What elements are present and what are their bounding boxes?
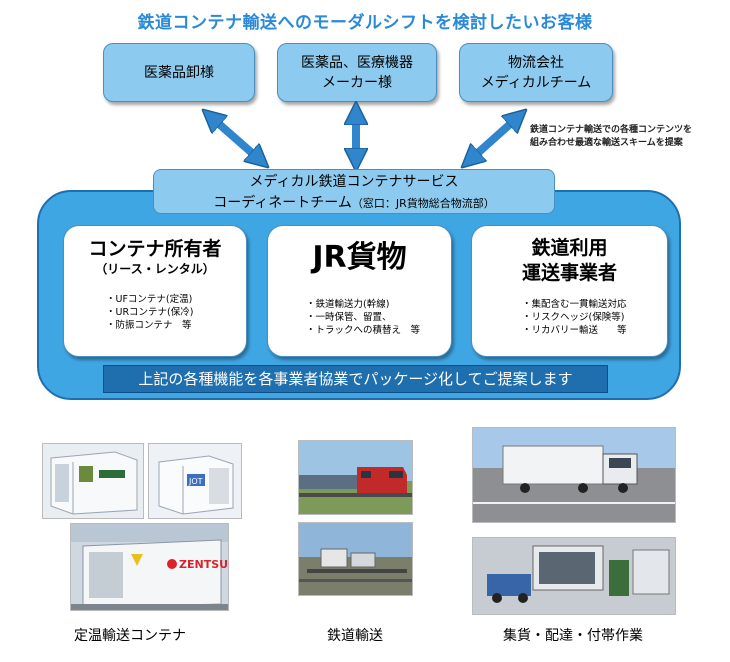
train-photo-1 (298, 440, 413, 515)
customer-box-logistics: 物流会社 メディカルチーム (459, 43, 613, 102)
list-item: ・トラックへの積替え 等 (306, 325, 421, 336)
note-line: 組み合わせ最適な輸送スキームを提案 (530, 138, 683, 148)
arrow-left (211, 117, 260, 160)
card-rail-carrier: 鉄道利用 運送事業者 ・集配含む一貫輸送対応 ・リスクヘッジ(保険等) ・リカバ… (471, 225, 668, 357)
card-title: コンテナ所有者 (88, 238, 222, 260)
list-item: ・防振コンテナ 等 (106, 320, 192, 331)
list-item: ・リスクヘッジ(保険等) (522, 312, 625, 323)
jot-logo: JOT (188, 477, 203, 486)
list-item: ・UFコンテナ(定温) (106, 294, 193, 305)
customer-label: 医薬品卸様 (144, 64, 214, 81)
proposal-banner: 上記の各種機能を各事業者協業でパッケージ化してご提案します (103, 365, 608, 393)
zentsu-logo: ZENTSU (179, 558, 228, 571)
card-item-list: ・集配含む一貫輸送対応 ・リスクヘッジ(保険等) ・リカバリー輸送 等 (522, 298, 667, 337)
connector-arrows (0, 0, 730, 200)
container-photo-1 (42, 443, 144, 519)
list-item: ・鉄道輸送力(幹線) (306, 299, 390, 310)
train-photo-2 (298, 522, 413, 596)
team-contact: （窓口：JR貨物総合物流部） (351, 197, 495, 210)
customer-label: 物流会社 (508, 54, 564, 71)
coordination-team-box: メディカル鉄道コンテナサービス コーディネートチーム（窓口：JR貨物総合物流部） (153, 169, 555, 214)
customer-label: メディカルチーム (480, 74, 592, 91)
card-title: JR貨物 (312, 240, 407, 275)
container-photo-2: JOT (148, 443, 242, 519)
card-item-list: ・鉄道輸送力(幹線) ・一時保管、留置、 ・トラックへの積替え 等 (306, 298, 451, 337)
card-jr-freight: JR貨物 ・鉄道輸送力(幹線) ・一時保管、留置、 ・トラックへの積替え 等 (267, 225, 452, 357)
customer-label: メーカー様 (322, 74, 392, 91)
caption-delivery: 集貨・配達・付帯作業 (503, 628, 643, 644)
arrow-right (470, 117, 518, 160)
card-item-list: ・UFコンテナ(定温) ・URコンテナ(保冷) ・防振コンテナ 等 (106, 293, 246, 332)
service-team: コーディネートチーム（窓口：JR貨物総合物流部） (154, 193, 554, 214)
list-item: ・一時保管、留置、 (306, 312, 392, 323)
note-line: 鉄道コンテナ輸送での各種コンテンツを (530, 125, 693, 135)
card-subtitle: （リース・レンタル） (95, 262, 215, 276)
card-subtitle: 運送事業者 (521, 262, 617, 284)
card-title: 鉄道利用 (531, 237, 608, 259)
caption-containers: 定温輸送コンテナ (74, 628, 186, 644)
caption-rail: 鉄道輸送 (327, 628, 383, 644)
container-photo-zentsu: ZENTSU (70, 523, 229, 611)
customer-box-wholesaler: 医薬品卸様 (103, 43, 255, 102)
proposal-note: 鉄道コンテナ輸送での各種コンテンツを 組み合わせ最適な輸送スキームを提案 (530, 124, 728, 150)
list-item: ・集配含む一貫輸送対応 (522, 299, 627, 310)
truck-photo-2 (472, 537, 676, 615)
list-item: ・リカバリー輸送 等 (522, 325, 627, 336)
customer-label: 医薬品、医療機器 (301, 54, 413, 71)
list-item: ・URコンテナ(保冷) (106, 307, 194, 318)
service-name: メディカル鉄道コンテナサービス (249, 174, 459, 190)
customer-box-manufacturer: 医薬品、医療機器 メーカー様 (277, 43, 437, 102)
card-container-owner: コンテナ所有者 （リース・レンタル） ・UFコンテナ(定温) ・URコンテナ(保… (63, 225, 247, 357)
page-title: 鉄道コンテナ輸送へのモーダルシフトを検討したいお客様 (137, 13, 593, 33)
team-name: コーディネートチーム (213, 195, 352, 211)
truck-photo-1 (472, 427, 676, 523)
